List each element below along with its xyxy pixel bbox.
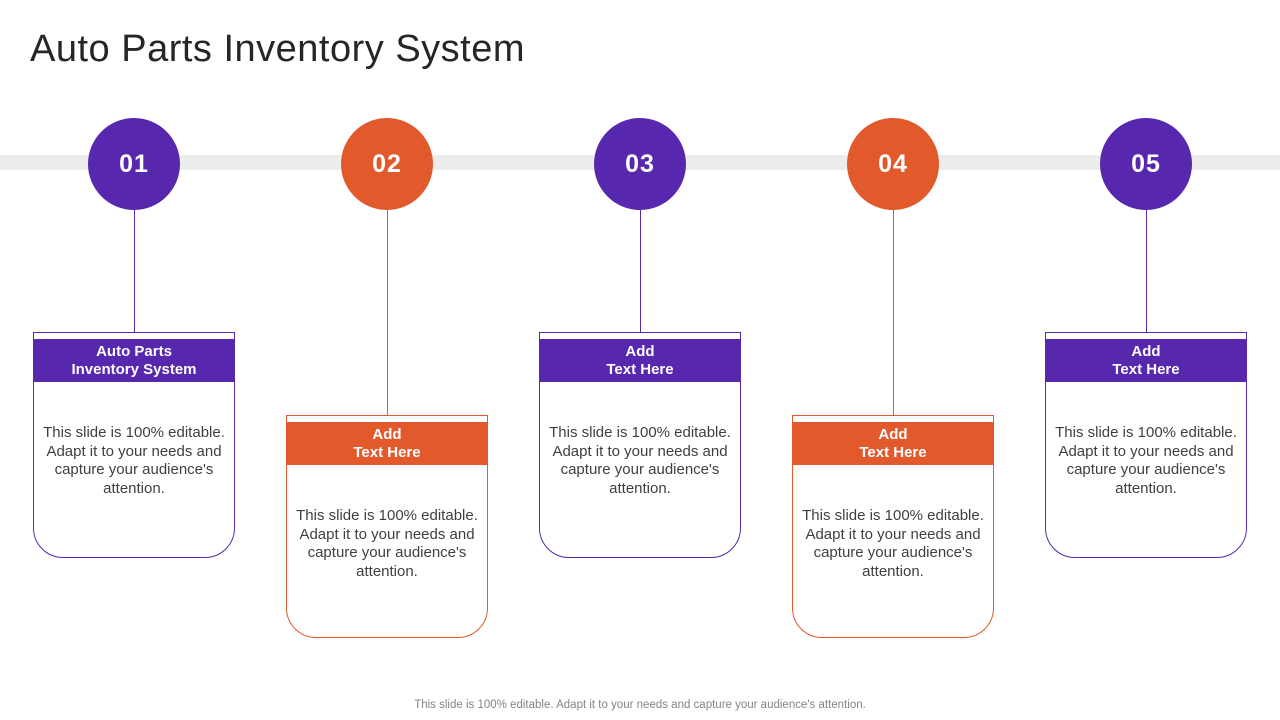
card-header-line: Add [878, 425, 908, 443]
card-body-text[interactable]: This slide is 100% editable. Adapt it to… [43, 424, 225, 497]
card-header-line: Add [625, 342, 655, 360]
footer-note: This slide is 100% editable. Adapt it to… [414, 699, 866, 711]
connector-line [386, 210, 388, 415]
step-card[interactable]: Add Text Here This slide is 100% editabl… [286, 415, 488, 638]
step-number-badge[interactable]: 05 [1100, 118, 1192, 210]
card-body-text[interactable]: This slide is 100% editable. Adapt it to… [802, 507, 984, 580]
step-number-badge[interactable]: 02 [341, 118, 433, 210]
timeline-step-3: 03 Add Text Here This slide is 100% edit… [539, 118, 741, 558]
connector-line [1145, 210, 1147, 332]
card-header-line: Auto Parts [96, 342, 172, 360]
card-header-line: Add [372, 425, 402, 443]
step-number-badge[interactable]: 03 [594, 118, 686, 210]
card-header-line: Text Here [353, 443, 421, 461]
card-header[interactable]: Add Text Here [793, 422, 993, 465]
page-title[interactable]: Auto Parts Inventory System [30, 28, 526, 70]
card-body-text[interactable]: This slide is 100% editable. Adapt it to… [296, 507, 478, 580]
step-card[interactable]: Auto Parts Inventory System This slide i… [33, 332, 235, 558]
timeline-step-2: 02 Add Text Here This slide is 100% edit… [286, 118, 488, 638]
card-body-text[interactable]: This slide is 100% editable. Adapt it to… [1055, 424, 1237, 497]
timeline-step-1: 01 Auto Parts Inventory System This slid… [33, 118, 235, 558]
card-header[interactable]: Add Text Here [287, 422, 487, 465]
card-header-line: Text Here [1112, 360, 1180, 378]
step-card[interactable]: Add Text Here This slide is 100% editabl… [1045, 332, 1247, 558]
card-header-line: Text Here [606, 360, 674, 378]
step-card[interactable]: Add Text Here This slide is 100% editabl… [792, 415, 994, 638]
timeline-step-4: 04 Add Text Here This slide is 100% edit… [792, 118, 994, 638]
step-card[interactable]: Add Text Here This slide is 100% editabl… [539, 332, 741, 558]
card-header-line: Inventory System [71, 360, 197, 378]
connector-line [639, 210, 641, 332]
card-header[interactable]: Auto Parts Inventory System [34, 339, 234, 382]
timeline-step-5: 05 Add Text Here This slide is 100% edit… [1045, 118, 1247, 558]
card-header-line: Add [1131, 342, 1161, 360]
step-number-badge[interactable]: 04 [847, 118, 939, 210]
connector-line [133, 210, 135, 332]
card-header-line: Text Here [859, 443, 927, 461]
card-header[interactable]: Add Text Here [540, 339, 740, 382]
card-header[interactable]: Add Text Here [1046, 339, 1246, 382]
connector-line [892, 210, 894, 415]
step-number-badge[interactable]: 01 [88, 118, 180, 210]
card-body-text[interactable]: This slide is 100% editable. Adapt it to… [549, 424, 731, 497]
